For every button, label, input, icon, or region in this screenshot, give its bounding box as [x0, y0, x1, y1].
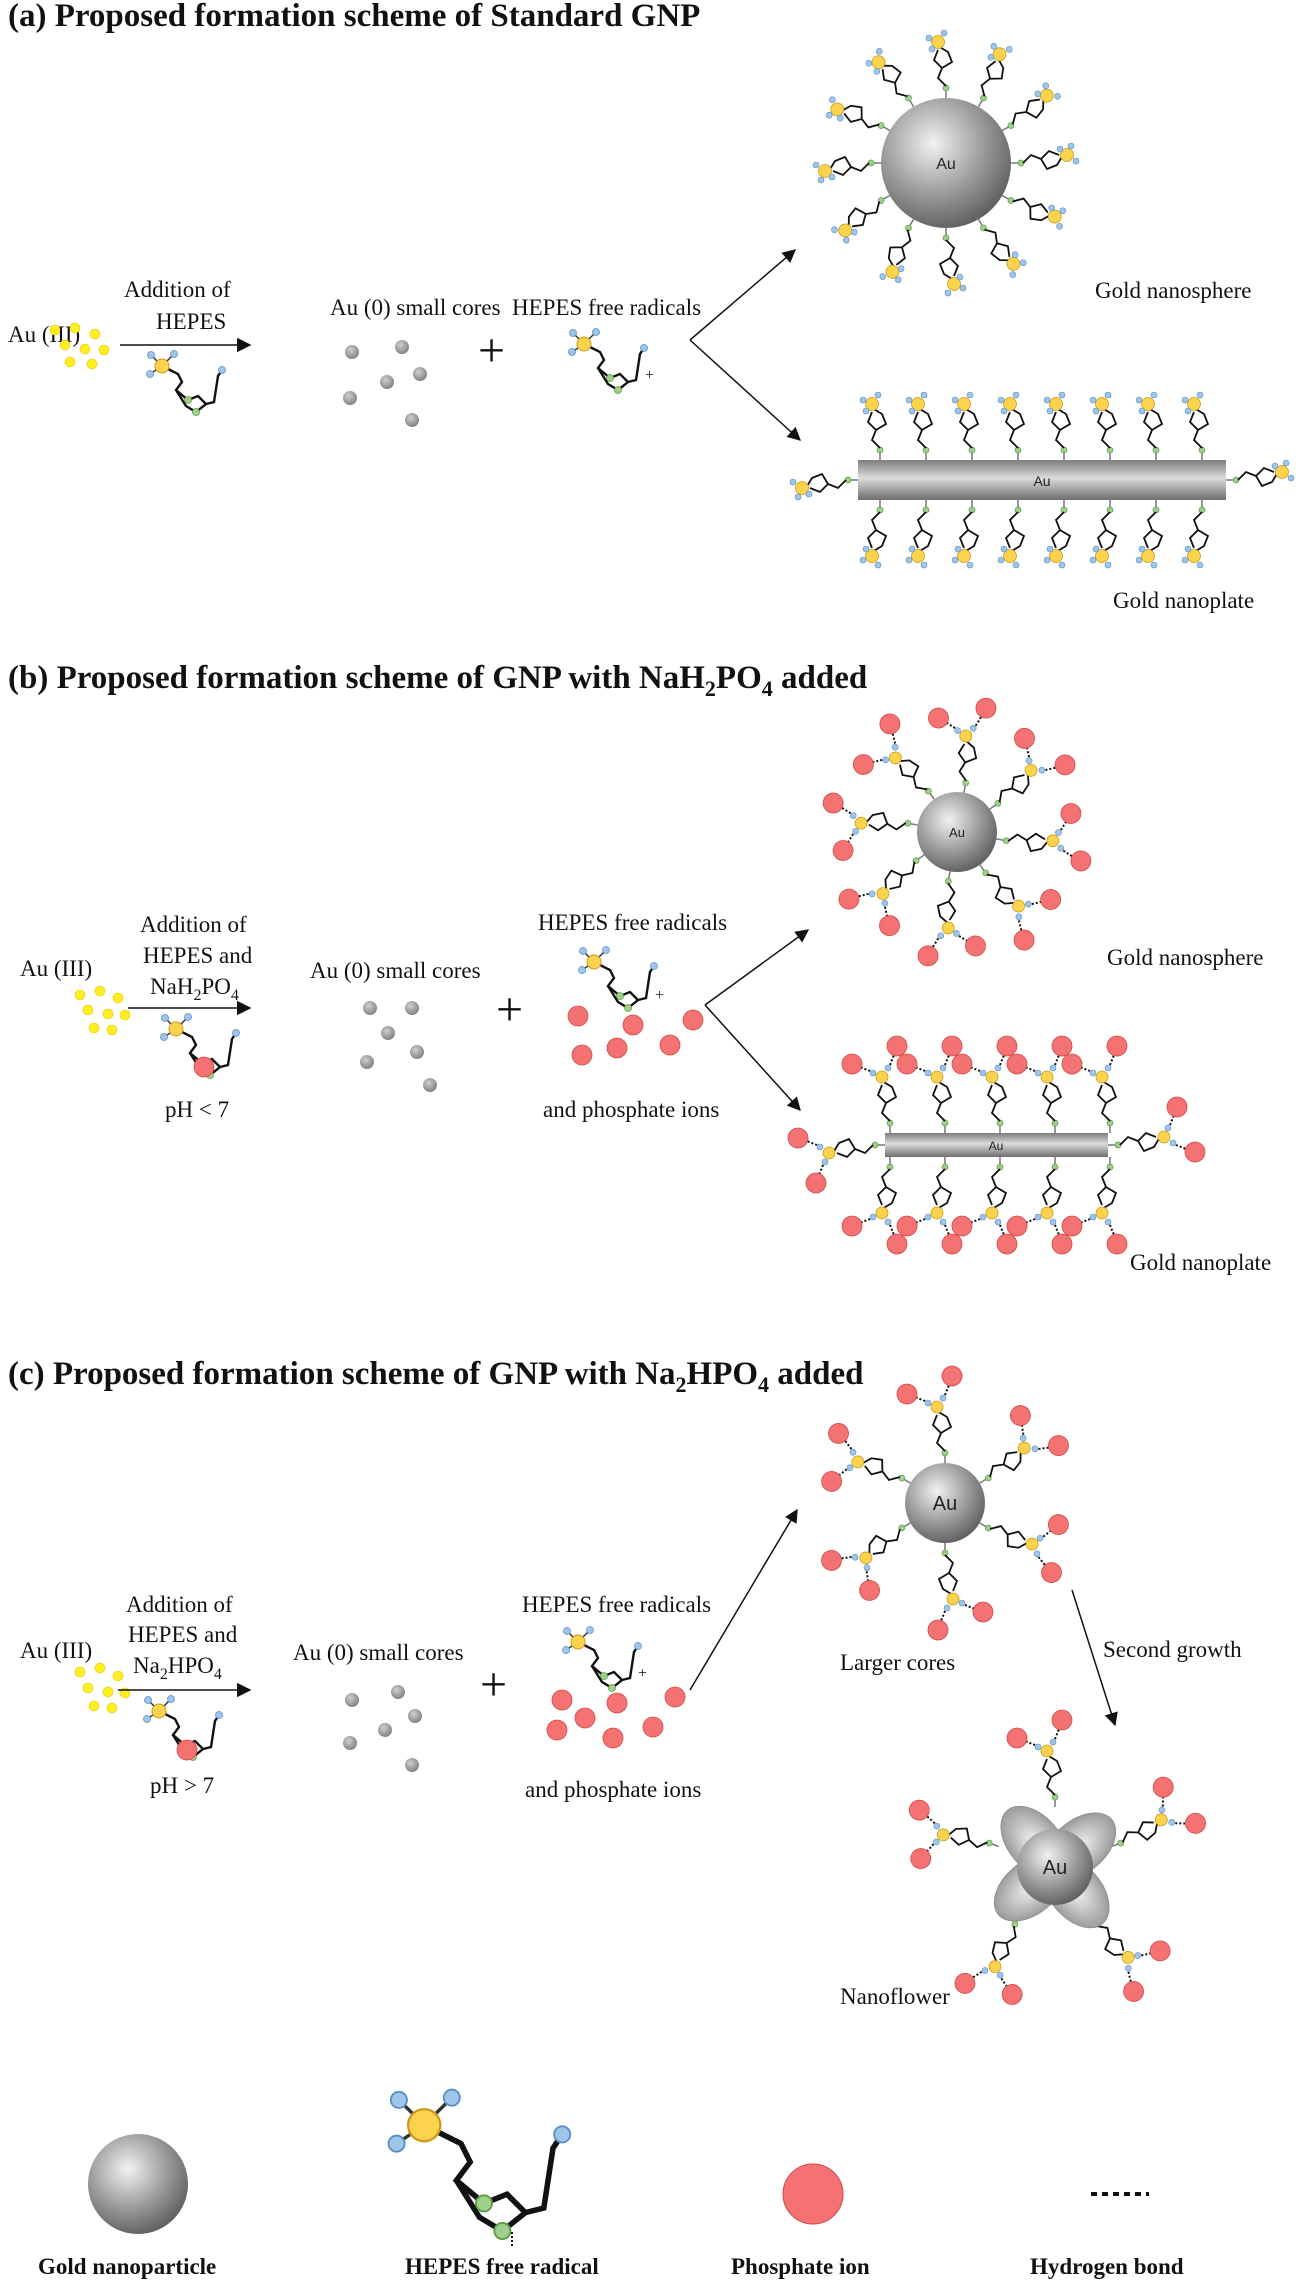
au-text-plate-b: Au	[989, 1139, 1004, 1153]
au3-dots-b	[74, 985, 131, 1036]
au-text-flower: Au	[1043, 1857, 1067, 1879]
second-growth-label: Second growth	[1103, 1637, 1242, 1662]
larger-cores-label: Larger cores	[840, 1650, 955, 1675]
arrow-a-down	[689, 339, 801, 441]
nanoplate-b: Au	[787, 1035, 1206, 1255]
arrow-b-up	[704, 929, 810, 1006]
au-text-plate-a: Au	[1033, 473, 1050, 489]
gold-nanoplate-label-a: Gold nanoplate	[1113, 588, 1254, 613]
hepes-radicals-label-c: HEPES free radicals	[522, 1592, 711, 1617]
hepes-label-a: HEPES	[156, 309, 226, 334]
au-text-core-c: Au	[933, 1493, 957, 1515]
legend-gold-nanoparticle: Gold nanoparticle	[38, 2134, 216, 2279]
gold-sphere-b	[917, 792, 997, 872]
hepes-radicals-label-a: HEPES free radicals	[512, 295, 701, 320]
gold-sphere-flower	[1017, 1829, 1093, 1905]
nanoplate-a: Au	[789, 391, 1295, 569]
au-text-sphere-a: Au	[936, 156, 956, 173]
section-a-title: (a) Proposed formation scheme of Standar…	[8, 0, 700, 34]
hepes-radical-c	[561, 1625, 643, 1693]
legend-hydrogen-bond-label: Hydrogen bond	[1030, 2254, 1184, 2279]
and-phosphate-label-b: and phosphate ions	[543, 1097, 719, 1122]
gold-sphere-c	[905, 1463, 985, 1543]
hepes-and-label-b: HEPES and	[143, 943, 253, 968]
hepes-radicals-label-b: HEPES free radicals	[538, 910, 727, 935]
arrow-b-down	[704, 1004, 801, 1112]
addition-of-label-a: Addition of	[124, 277, 231, 302]
au3-dots-c	[74, 1662, 131, 1714]
nah2po4-label-b: NaH2PO4	[150, 974, 239, 1004]
section-c-title: (c) Proposed formation scheme of GNP wit…	[8, 1356, 864, 1397]
hepes-radical-b	[577, 945, 659, 1013]
legend-gold-nanoparticle-label: Gold nanoparticle	[38, 2254, 216, 2279]
radical-plus-c: +	[638, 1665, 647, 1682]
gold-sphere-a	[881, 98, 1011, 228]
plus-c: +	[480, 1658, 507, 1711]
legend-phosphate-circle	[782, 2163, 844, 2225]
ph-lt-label: pH < 7	[165, 1097, 229, 1122]
addition-of-label-b: Addition of	[140, 912, 247, 937]
au3-label-c: Au (III)	[20, 1638, 92, 1663]
legend-phosphate-ion: Phosphate ion	[731, 2163, 870, 2279]
addition-of-label-c: Addition of	[126, 1592, 233, 1617]
au-text-sphere-b: Au	[949, 825, 965, 840]
small-cores-c	[343, 1685, 422, 1772]
legend-hydrogen-bond: Hydrogen bond	[1030, 2192, 1184, 2279]
legend-hepes-free-radical: HEPES free radical	[389, 2090, 599, 2279]
small-cores-b	[360, 1001, 437, 1092]
gold-nanosphere-label-b: Gold nanosphere	[1107, 945, 1264, 970]
legend-gold-sphere	[88, 2134, 188, 2234]
nanoflower-c: Au	[890, 1709, 1210, 2025]
section-b-title: (b) Proposed formation scheme of GNP wit…	[8, 660, 867, 701]
nanosphere-a: Au	[812, 29, 1080, 297]
au0-label-b: Au (0) small cores	[310, 958, 481, 983]
plus-b: +	[496, 983, 523, 1036]
plus-a: +	[478, 324, 505, 377]
legend-phosphate-ion-label: Phosphate ion	[731, 2254, 870, 2279]
au0-label-a: Au (0) small cores	[330, 295, 501, 320]
radical-plus-b: +	[655, 987, 664, 1004]
phosphate-ion-c	[176, 1739, 198, 1761]
legend-hepes-free-radical-label: HEPES free radical	[405, 2254, 599, 2279]
arrow-second-growth	[1071, 1589, 1118, 1727]
au0-label-c: Au (0) small cores	[293, 1640, 464, 1665]
section-a: (a) Proposed formation scheme of Standar…	[8, 0, 1295, 613]
hepes-molecule-a	[145, 349, 227, 417]
phosphate-ions-b	[567, 1005, 704, 1066]
small-cores-a	[343, 340, 427, 427]
hepes-radical-a	[567, 327, 649, 395]
hepes-and-label-c: HEPES and	[128, 1622, 238, 1647]
section-b: (b) Proposed formation scheme of GNP wit…	[8, 660, 1271, 1275]
gold-plate-b	[885, 1133, 1108, 1157]
and-phosphate-label-c: and phosphate ions	[525, 1777, 701, 1802]
radical-plus-a: +	[645, 367, 654, 384]
phosphate-ions-c	[546, 1686, 686, 1749]
section-c: (c) Proposed formation scheme of GNP wit…	[8, 1356, 1242, 2025]
legend: Gold nanoparticle HEPES free radical Pho…	[38, 2090, 1184, 2279]
phosphate-ion-b	[193, 1056, 215, 1078]
nanoflower-label: Nanoflower	[840, 1984, 950, 2009]
na2hpo4-label-c: Na2HPO4	[133, 1653, 222, 1683]
gold-nanoplate-label-b: Gold nanoplate	[1130, 1250, 1271, 1275]
gold-plate-a	[858, 460, 1226, 500]
au3-dots-a	[49, 322, 110, 370]
nanosphere-b: Au	[812, 687, 1102, 977]
au3-label-b: Au (III)	[20, 956, 92, 981]
ph-gt-label: pH > 7	[150, 1773, 214, 1798]
arrow-c-up	[689, 1508, 798, 1691]
gold-nanosphere-label-a: Gold nanosphere	[1095, 278, 1252, 303]
arrow-a-up	[689, 249, 797, 341]
larger-core-c: Au	[801, 1365, 1089, 1641]
